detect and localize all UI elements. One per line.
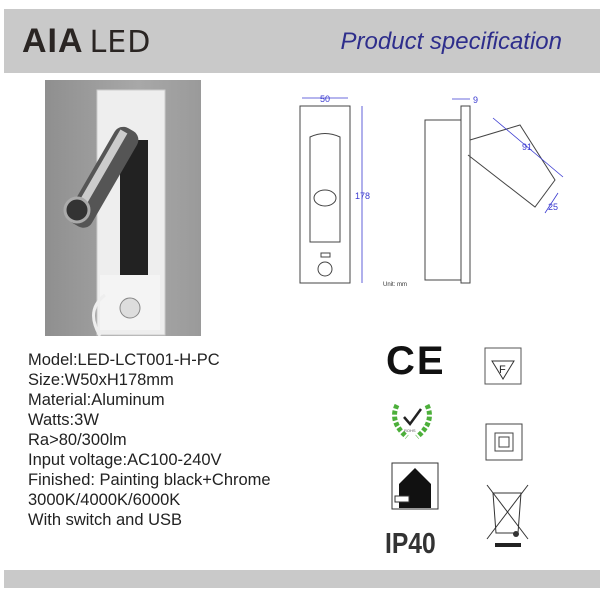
spec-ra: Ra>80/300lm xyxy=(28,431,127,449)
f-mark-letter: F xyxy=(499,364,506,376)
width-dimension: 50 xyxy=(320,94,330,104)
product-photo-drawing xyxy=(63,89,166,337)
spec-material: Material:Aluminum xyxy=(28,391,165,409)
spec-watts: Watts:3W xyxy=(28,411,99,429)
spec-list: Model:LED-LCT001-H-PC Size:W50xH178mm Ma… xyxy=(28,350,271,530)
header-bar xyxy=(4,9,600,73)
brand-name: AIA xyxy=(22,22,84,60)
arm-length-dimension: 91 xyxy=(522,142,532,152)
indoor-use-icon xyxy=(391,462,439,510)
spec-features: With switch and USB xyxy=(28,511,183,529)
unit-label: Unit: mm xyxy=(383,282,407,288)
ip-rating: IP40 xyxy=(385,528,436,560)
rohs-icon: ROHS xyxy=(392,403,432,439)
ce-mark-icon: CE xyxy=(386,339,446,383)
spec-voltage: Input voltage:AC100-240V xyxy=(28,451,222,469)
f-mark-icon: F xyxy=(484,347,522,385)
brand-suffix: LED xyxy=(89,25,152,60)
depth-dimension: 9 xyxy=(473,95,478,105)
height-dimension: 178 xyxy=(355,191,370,201)
spec-size: Size:W50xH178mm xyxy=(28,371,174,389)
double-insulation-icon xyxy=(485,423,523,461)
footer-bar xyxy=(4,570,600,588)
dimension-drawing: 50 178 9 91 25 Unit: mm xyxy=(299,94,564,288)
spec-cct: 3000K/4000K/6000K xyxy=(28,491,181,509)
product-photo xyxy=(45,80,201,337)
page-title: Product specification xyxy=(340,28,562,55)
weee-bin-icon xyxy=(486,484,529,547)
rohs-label: ROHS xyxy=(404,428,416,433)
spec-finish: Finished: Painting black+Chrome xyxy=(28,471,271,489)
head-dimension: 25 xyxy=(548,202,558,212)
spec-model: Model:LED-LCT001-H-PC xyxy=(28,351,220,369)
